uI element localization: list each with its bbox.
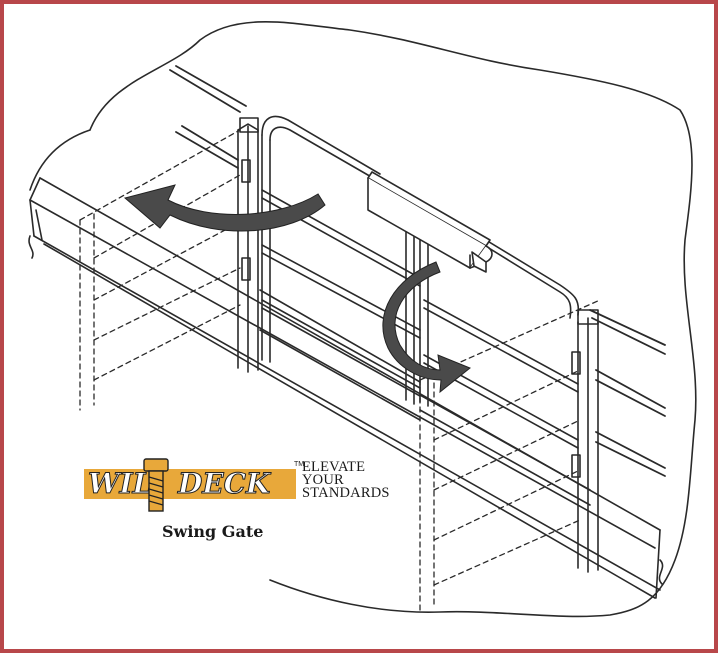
cloud-outline <box>89 21 697 618</box>
left-post <box>237 117 259 373</box>
logo-word-right: DECK <box>177 467 271 501</box>
kickplate-top <box>259 289 421 383</box>
swing-arrow-left-icon <box>123 184 326 232</box>
tagline-line-3: STANDARDS <box>302 485 390 501</box>
logo-word-left: WIL <box>87 467 153 501</box>
tagline-line-1: ELEVATE <box>302 459 366 475</box>
fixed-rails <box>169 65 666 477</box>
bolt-icon <box>143 458 169 512</box>
trademark-mark: TM <box>294 461 305 468</box>
swing-arrow-right-icon <box>382 261 471 394</box>
logo-tagline: ELEVATE YOUR STANDARDS <box>302 459 422 501</box>
right-post <box>571 309 599 573</box>
logo-bar <box>84 469 296 499</box>
tagline-line-2: YOUR <box>302 472 344 488</box>
deck-beam <box>28 177 664 599</box>
back-frame-dashed <box>79 129 601 611</box>
diagram-caption: Swing Gate <box>162 522 264 541</box>
gate-leaf-left <box>261 115 421 405</box>
latch-housing <box>367 171 493 273</box>
wildeck-logo: WIL DECK TM ELEVATE YOUR STANDARDS <box>80 455 389 515</box>
